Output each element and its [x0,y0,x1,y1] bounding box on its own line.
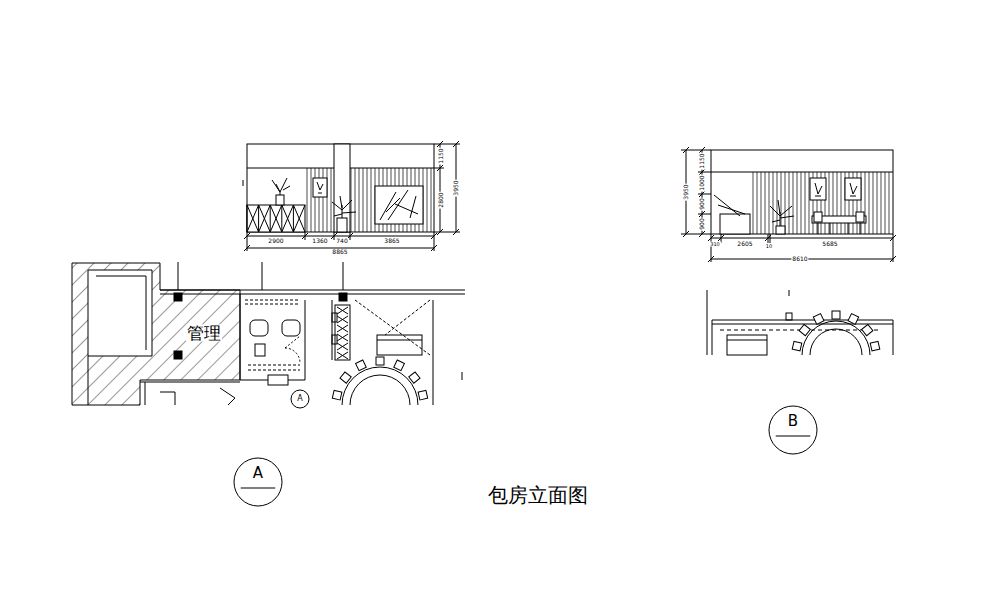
dimension-text: 2900 [267,238,284,244]
wall-stripe [769,172,770,234]
dimension-text: 1150 [438,147,444,164]
wall-stripe [865,172,866,234]
dimension-text: 3950 [453,179,459,196]
wall-stripe [877,172,878,234]
wall-stripe [773,172,774,234]
wall-stripe [797,172,798,234]
cabinet-mark [337,352,348,359]
wall-stripe [833,172,834,234]
dimension-text: 900 [699,197,705,210]
section-marker: A [290,389,310,409]
chair [862,324,873,335]
cabinet-mark [337,316,348,323]
lattice-panel [259,205,271,232]
wall-stripe [753,172,754,234]
chair [848,314,859,325]
marker-circle [233,457,283,507]
chair [376,357,384,365]
chair [394,360,405,371]
wall-stripe [765,172,766,234]
dimension-text: 1360 [311,238,328,244]
dimension-text: 10 [765,244,773,249]
wall-stripe [363,168,364,232]
dimension-text: 8865 [331,249,348,255]
dimension-text: 3865 [383,238,400,244]
cabinet-mark [337,307,348,314]
wall-stripe [781,172,782,234]
wall-stripe [889,172,890,234]
marker-letter: A [290,395,310,403]
wall-stripe [307,168,308,232]
wall-stripe [777,172,778,234]
wall-stripe [837,172,838,234]
dimension-text: 1150 [699,152,705,169]
wall-stripe [873,172,874,234]
section-marker: B [768,405,818,455]
chair [832,311,840,319]
wall-stripe [371,168,372,232]
wall-stripe [881,172,882,234]
wall-stripe [761,172,762,234]
wall-stripe [885,172,886,234]
floor-plan-b [707,290,893,355]
floor-plan-a [72,262,465,405]
wall-stripe [805,172,806,234]
chair [870,341,880,351]
dimension-text: 1000 [699,174,705,191]
wall-stripe [793,172,794,234]
lattice-panel [247,205,259,232]
chair [409,372,420,383]
lattice-panel [282,205,294,232]
wall-stripe [841,172,842,234]
lattice-panel [270,205,282,232]
marker-letter: A [233,466,283,481]
lattice-panel [293,205,305,232]
chair [813,314,824,325]
wall-stripe [359,168,360,232]
elevation-a [243,141,460,251]
section-marker: A [233,457,283,507]
chair [799,324,810,335]
wall-stripe [367,168,368,232]
wall-stripe [869,172,870,234]
chair [418,390,428,400]
chair [332,390,342,400]
dimension-text: 740 [335,238,348,244]
cabinet-mark [337,334,348,341]
wall-stripe [757,172,758,234]
cabinet-mark [337,343,348,350]
room-name: 管理 [186,325,222,342]
wall-stripe [785,172,786,234]
dimension-text: 900 [699,217,705,230]
chair [356,360,367,371]
dimension-text: 8610 [791,256,808,262]
chair [792,341,802,351]
dimension-text: 2800 [438,191,444,208]
dimension-text: 5685 [821,241,838,247]
dimension-text: 310 [709,242,721,247]
elevation-b [681,147,896,262]
wall-stripe [427,168,428,232]
wall-stripe [311,168,312,232]
wall-stripe [331,168,332,232]
drawing-title: 包房立面图 [488,485,588,505]
dimension-text: 3950 [683,183,689,200]
wall-stripe [789,172,790,234]
dimension-text: 2605 [736,241,753,247]
wall-stripe [355,168,356,232]
marker-circle [768,405,818,455]
wall-stripe [431,168,432,232]
marker-letter: B [768,414,818,429]
cabinet-mark [337,325,348,332]
wall-stripe [809,172,810,234]
chair [340,372,351,383]
wall-stripe [829,172,830,234]
wall-stripe [801,172,802,234]
